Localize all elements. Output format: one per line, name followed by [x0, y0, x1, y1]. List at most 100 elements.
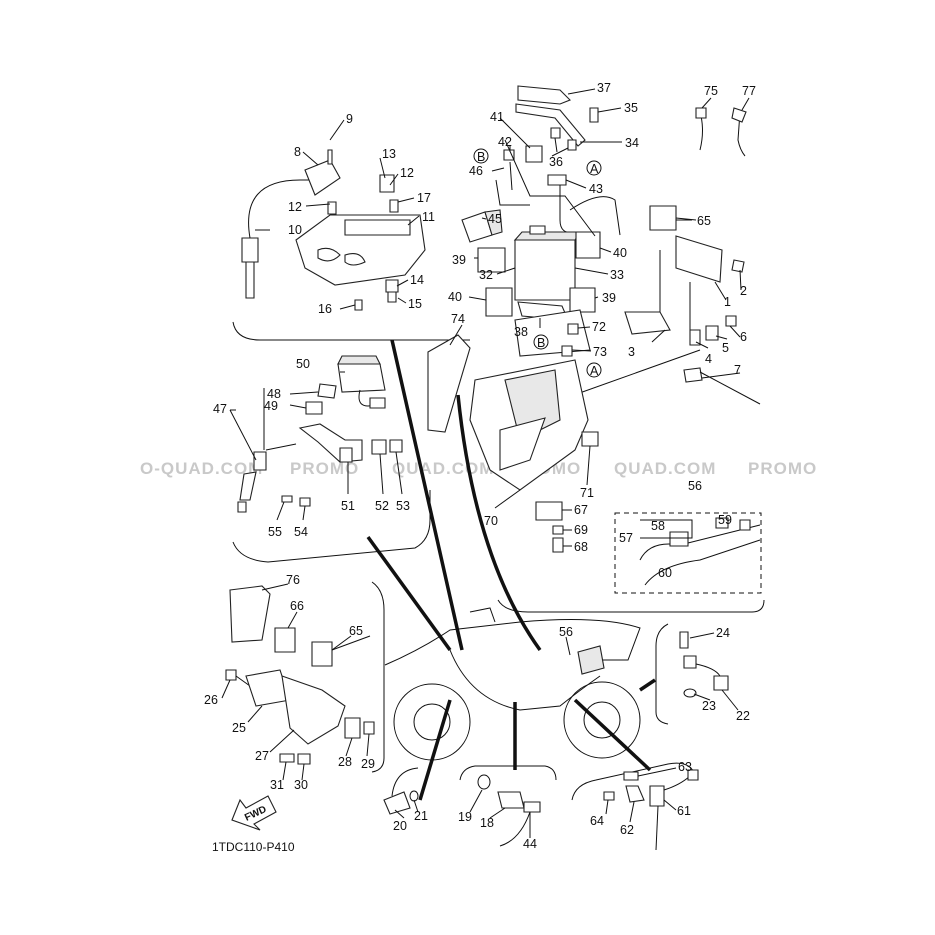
- callout-31: 31: [270, 778, 284, 792]
- svg-text:O-QUAD.COM: O-QUAD.COM: [140, 459, 263, 478]
- callout-17: 17: [417, 191, 431, 205]
- callout-16: 16: [318, 302, 332, 316]
- callout-65b: 65: [349, 624, 363, 638]
- svg-text:A: A: [590, 364, 599, 378]
- callout-29: 29: [361, 757, 375, 771]
- callout-35: 35: [624, 101, 638, 115]
- callout-23: 23: [702, 699, 716, 713]
- callout-10: 10: [288, 223, 302, 237]
- callout-56a: 56: [688, 479, 702, 493]
- callout-72: 72: [592, 320, 606, 334]
- callout-58: 58: [651, 519, 665, 533]
- callout-46: 46: [469, 164, 483, 178]
- callout-7: 7: [734, 363, 741, 377]
- callout-55: 55: [268, 525, 282, 539]
- callout-50: 50: [296, 357, 310, 371]
- callout-8: 8: [294, 145, 301, 159]
- callout-39a: 39: [452, 253, 466, 267]
- callout-2: 2: [740, 284, 747, 298]
- battery-group: [461, 85, 621, 321]
- callout-37: 37: [597, 81, 611, 95]
- svg-text:A: A: [590, 162, 599, 176]
- callout-15: 15: [408, 297, 422, 311]
- callout-24: 24: [716, 626, 730, 640]
- callout-32: 32: [479, 268, 493, 282]
- svg-text:QUAD.COM: QUAD.COM: [614, 459, 716, 478]
- callout-27: 27: [255, 749, 269, 763]
- callout-56b: 56: [559, 625, 573, 639]
- callout-52: 52: [375, 499, 389, 513]
- callout-4: 4: [705, 352, 712, 366]
- callout-25: 25: [232, 721, 246, 735]
- callout-42: 42: [498, 135, 512, 149]
- callout-40b: 40: [448, 290, 462, 304]
- callout-61: 61: [677, 804, 691, 818]
- callout-64: 64: [590, 814, 604, 828]
- svg-text:B: B: [537, 336, 545, 350]
- callout-22: 22: [736, 709, 750, 723]
- callout-14: 14: [410, 273, 424, 287]
- callout-numbers: 1 2 3 4 5 6 7 8 9 10 11 12 12 13 14 15 1…: [204, 81, 756, 851]
- callout-3: 3: [628, 345, 635, 359]
- leader-lines: [221, 88, 750, 838]
- ignition-coil-group: [241, 149, 426, 311]
- callout-12a: 12: [288, 200, 302, 214]
- callout-28: 28: [338, 755, 352, 769]
- fwd-arrow-icon: FWD: [231, 795, 277, 831]
- callout-68: 68: [574, 540, 588, 554]
- callout-63: 63: [678, 760, 692, 774]
- callout-77: 77: [742, 84, 756, 98]
- callout-40a: 40: [613, 246, 627, 260]
- callout-60: 60: [658, 566, 672, 580]
- svg-text:B: B: [477, 150, 485, 164]
- callout-53: 53: [396, 499, 410, 513]
- callout-19: 19: [458, 810, 472, 824]
- callout-1: 1: [724, 295, 731, 309]
- bottom-parts: [383, 769, 699, 851]
- callout-30: 30: [294, 778, 308, 792]
- callout-45: 45: [488, 212, 502, 226]
- callout-21: 21: [414, 809, 428, 823]
- relay-group: [559, 107, 761, 405]
- sensor-22-group: [679, 631, 729, 698]
- callout-47: 47: [213, 402, 227, 416]
- callout-18: 18: [480, 816, 494, 830]
- callout-59: 59: [718, 513, 732, 527]
- callout-67: 67: [574, 503, 588, 517]
- callout-13: 13: [382, 147, 396, 161]
- callout-75: 75: [704, 84, 718, 98]
- callout-70: 70: [484, 514, 498, 528]
- wire-harness-box: [614, 512, 762, 594]
- callout-65a: 65: [697, 214, 711, 228]
- battery-box: [427, 309, 599, 553]
- callout-33: 33: [610, 268, 624, 282]
- callout-51: 51: [341, 499, 355, 513]
- svg-text:PROMO: PROMO: [748, 459, 817, 478]
- callout-69: 69: [574, 523, 588, 537]
- callout-34: 34: [625, 136, 639, 150]
- callout-36: 36: [549, 155, 563, 169]
- callout-74: 74: [451, 312, 465, 326]
- callout-41: 41: [490, 110, 504, 124]
- atv-silhouette: [384, 607, 641, 761]
- callout-26: 26: [204, 693, 218, 707]
- callout-62: 62: [620, 823, 634, 837]
- callout-57: 57: [619, 531, 633, 545]
- watermark: O-QUAD.COM PROMO QUAD.COM PROMO QUAD.COM…: [140, 459, 817, 478]
- callout-54: 54: [294, 525, 308, 539]
- callout-11: 11: [422, 210, 435, 224]
- callout-9: 9: [346, 112, 353, 126]
- callout-39b: 39: [602, 291, 616, 305]
- callout-6: 6: [740, 330, 747, 344]
- callout-44: 44: [523, 837, 537, 851]
- callout-43: 43: [589, 182, 603, 196]
- callout-20: 20: [393, 819, 407, 833]
- callout-66: 66: [290, 599, 304, 613]
- callout-76: 76: [286, 573, 300, 587]
- callout-71: 71: [580, 486, 594, 500]
- callout-5: 5: [722, 341, 729, 355]
- drawing-code: 1TDC110-P410: [212, 840, 295, 854]
- callout-49: 49: [264, 399, 278, 413]
- rectifier-group: [225, 585, 375, 765]
